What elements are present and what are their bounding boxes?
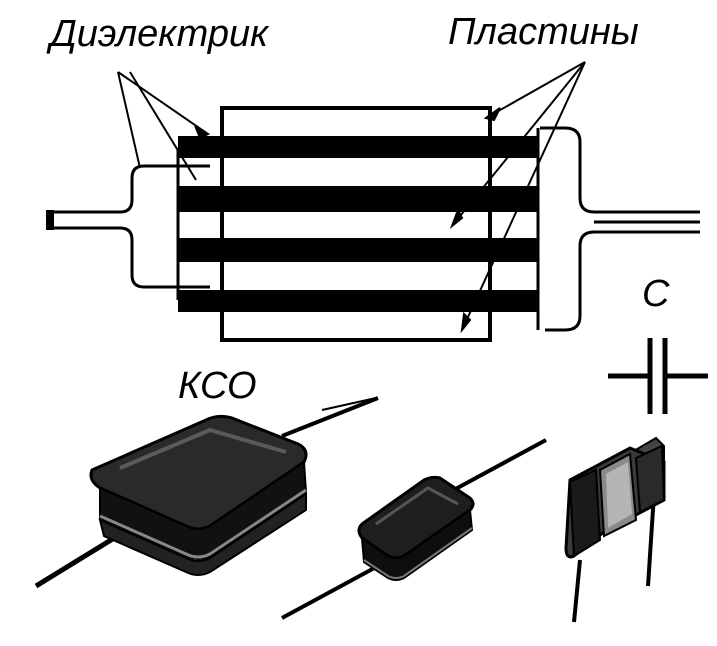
large-lead-top — [281, 396, 379, 438]
plates-pointers — [449, 61, 586, 334]
plate-1 — [178, 136, 538, 158]
plate-3 — [178, 238, 538, 262]
left-lead-wire — [50, 164, 210, 289]
left-lead-end — [46, 210, 54, 230]
plate-connectors — [176, 128, 540, 330]
capacitor-construction — [46, 61, 700, 342]
small-lead-left — [572, 559, 582, 623]
capacitor-symbol-label: С — [642, 273, 670, 315]
capacitor-schematic-icon — [608, 338, 708, 414]
kso-capacitor-medium — [281, 438, 547, 620]
right-lead-wire — [540, 126, 700, 332]
kso-label: КСО — [178, 365, 257, 407]
medium-lead-bottom — [281, 564, 379, 620]
plates — [178, 136, 538, 312]
kso-capacitor-large — [34, 396, 379, 589]
small-lead-right — [646, 493, 656, 587]
small-capacitor — [564, 436, 666, 623]
plates-label: Пластины — [448, 11, 639, 53]
plate-2 — [178, 186, 538, 212]
dielectric-label: Диэлектрик — [46, 13, 270, 55]
medium-lead-top — [449, 438, 547, 494]
dielectric-pointers — [117, 71, 211, 181]
plate-4 — [178, 290, 538, 312]
